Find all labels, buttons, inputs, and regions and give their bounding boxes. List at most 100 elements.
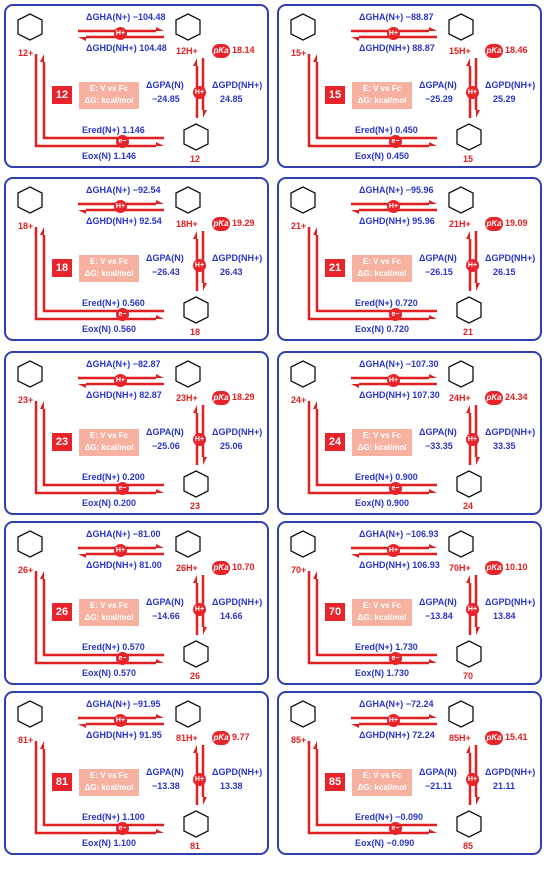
dg-pd-label: ΔGPD(NH+): [485, 80, 536, 90]
dg-ha-label: ΔGHA(N+): [359, 359, 404, 369]
e-red-value: 0.200: [122, 472, 145, 482]
hat-arrow-forward-head: [156, 544, 164, 548]
h-plus-bubble-right: H+: [193, 773, 206, 786]
h-plus-bubble-top: H+: [114, 374, 127, 387]
legend-energy: ΔG: kcal/mol: [84, 443, 134, 452]
cycle-panel-21: ΔGHA(N+) −95.96 H+ ΔGHD(NH+) 95.96 21+ 2…: [277, 177, 542, 341]
e-ox-line: Eox(N) 0.560: [82, 324, 136, 334]
protonated-label: 70H+: [449, 563, 471, 573]
et-arrow-path: [34, 401, 156, 495]
h-plus-bubble-right: H+: [193, 603, 206, 616]
pka-value: 18.29: [232, 392, 255, 402]
neutral-molecule-icon: [183, 470, 209, 498]
protonated-molecule-icon: [175, 13, 201, 41]
dg-ha-value: −92.54: [132, 185, 161, 195]
e-ox-value: 0.560: [113, 324, 137, 334]
et-arrow-path: [34, 571, 156, 665]
radical-cation-label: 85+: [291, 735, 307, 745]
pka-value: 18.46: [505, 45, 528, 55]
dg-hd-line: ΔGHD(NH+) 104.48: [86, 43, 167, 53]
neutral-label: 26: [190, 671, 201, 681]
dg-hd-value: 107.30: [412, 390, 440, 400]
e-ox-label: Eox(N): [82, 838, 111, 848]
radical-cation-label: 24+: [291, 395, 307, 405]
dg-hd-line: ΔGHD(NH+) 82.87: [86, 390, 162, 400]
units-legend: E: V vs Fc ΔG: kcal/mol: [352, 82, 412, 109]
radical-cation-label: 15+: [291, 48, 307, 58]
dg-ha-line: ΔGHA(N+) −91.95: [86, 699, 161, 709]
dg-pd-value: 33.35: [493, 441, 516, 451]
protonated-molecule-icon: [175, 700, 201, 728]
hat-arrow-reverse-head: [78, 37, 86, 41]
e-red-label: Ered(N+): [355, 125, 393, 135]
compound-id-box: 81: [52, 773, 72, 791]
e-red-value: 0.560: [122, 298, 145, 308]
dg-hd-label: ΔGHD(NH+): [86, 216, 137, 226]
pt-arrow-up-head: [466, 405, 470, 413]
legend-energy: ΔG: kcal/mol: [357, 783, 407, 792]
e-minus-bubble: e−: [116, 652, 129, 665]
cycle-arrows: [17, 13, 209, 151]
e-ox-value: 0.720: [386, 324, 410, 334]
radical-cation-label: 18+: [18, 221, 34, 231]
units-legend: E: V vs Fc ΔG: kcal/mol: [79, 82, 139, 109]
radical-cation-label: 26+: [18, 565, 34, 575]
dg-ha-line: ΔGHA(N+) −104.48: [86, 12, 166, 22]
et-arrow-up-head: [40, 571, 44, 579]
neutral-molecule-icon: [456, 640, 482, 668]
dg-ha-line: ΔGHA(N+) −95.96: [359, 185, 434, 195]
e-minus-bubble: e−: [389, 308, 402, 321]
dg-pa-value: −33.35: [425, 441, 453, 451]
dg-hd-label: ΔGHD(NH+): [86, 730, 137, 740]
e-minus-bubble: e−: [389, 482, 402, 495]
radical-molecule-icon: [290, 360, 316, 388]
dg-ha-line: ΔGHA(N+) −72.24: [359, 699, 434, 709]
compound-id-box: 85: [325, 773, 345, 791]
et-arrow-up-head: [313, 54, 317, 62]
dg-ha-label: ΔGHA(N+): [86, 359, 131, 369]
e-minus-bubble: e−: [389, 135, 402, 148]
protonated-label: 23H+: [176, 393, 198, 403]
hat-arrow-forward-head: [156, 714, 164, 718]
h-plus-bubble-top: H+: [387, 544, 400, 557]
et-arrow-head: [156, 142, 164, 146]
e-ox-label: Eox(N): [355, 151, 384, 161]
dg-hd-line: ΔGHD(NH+) 91.95: [86, 730, 162, 740]
neutral-molecule-icon: [183, 296, 209, 324]
pka-circle: pKa: [485, 731, 503, 745]
e-ox-label: Eox(N): [355, 324, 384, 334]
pka-circle: pKa: [485, 391, 503, 405]
e-ox-value: 0.450: [386, 151, 410, 161]
pt-arrow-down-head: [203, 627, 207, 635]
dg-hd-line: ΔGHD(NH+) 88.87: [359, 43, 435, 53]
e-red-label: Ered(N+): [355, 642, 393, 652]
dg-ha-value: −91.95: [132, 699, 161, 709]
dg-ha-label: ΔGHA(N+): [359, 699, 404, 709]
e-red-line: Ered(N+) 0.720: [355, 298, 418, 308]
e-minus-bubble: e−: [389, 652, 402, 665]
hat-arrow-reverse-head: [351, 37, 359, 41]
dg-hd-value: 88.87: [412, 43, 435, 53]
dg-pd-value: 13.84: [493, 611, 516, 621]
compound-id-box: 12: [52, 86, 72, 104]
dg-pa-value: −26.43: [152, 267, 180, 277]
legend-energy: ΔG: kcal/mol: [357, 269, 407, 278]
dg-pd-value: 13.38: [220, 781, 243, 791]
dg-pa-label: ΔGPA(N): [419, 80, 457, 90]
e-ox-value: 0.900: [386, 498, 410, 508]
neutral-molecule-icon: [456, 123, 482, 151]
radical-molecule-icon: [290, 13, 316, 41]
legend-energy: ΔG: kcal/mol: [84, 783, 134, 792]
dg-ha-label: ΔGHA(N+): [359, 529, 404, 539]
pt-arrow-up-head: [466, 745, 470, 753]
legend-potential: E: V vs Fc: [362, 257, 402, 266]
pt-arrow-up-head: [466, 231, 470, 239]
dg-pd-value: 25.29: [493, 94, 516, 104]
legend-energy: ΔG: kcal/mol: [357, 443, 407, 452]
et-arrow-path: [307, 54, 429, 148]
